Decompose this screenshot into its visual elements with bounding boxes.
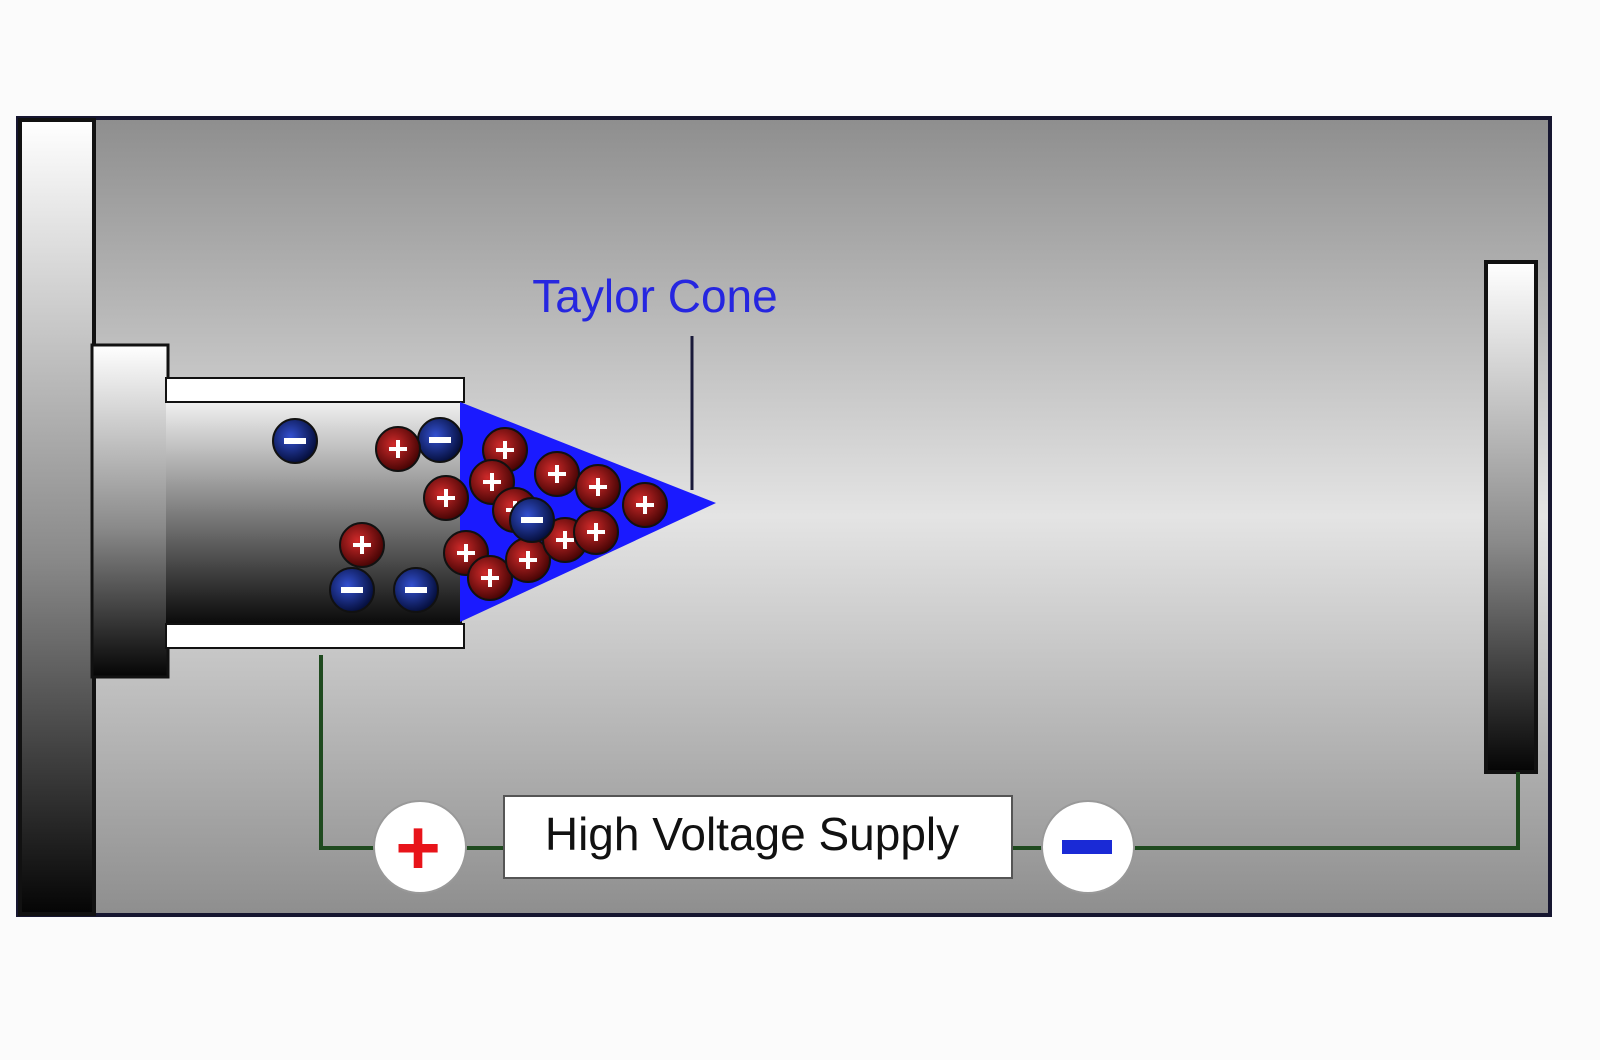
plus-icon (353, 536, 371, 554)
plus-icon (389, 440, 407, 458)
negative-ion (393, 567, 439, 613)
plus-icon (496, 441, 514, 459)
positive-ion (534, 451, 580, 497)
plus-icon (548, 465, 566, 483)
positive-wire (319, 655, 376, 850)
plus-icon (636, 496, 654, 514)
negative-ion (417, 417, 463, 463)
plus-icon (483, 473, 501, 491)
plus-icon (519, 551, 537, 569)
positive-ion (375, 426, 421, 472)
plus-icon (481, 569, 499, 587)
negative-ion (509, 497, 555, 543)
high-voltage-supply-box (503, 795, 1013, 879)
ion-particles (272, 417, 668, 613)
positive-terminal (373, 800, 467, 894)
positive-ion (467, 555, 513, 601)
plus-icon (556, 531, 574, 549)
positive-ion (575, 464, 621, 510)
minus-sign-icon (1062, 840, 1112, 854)
positive-ion (622, 482, 668, 528)
negative-ion (329, 567, 375, 613)
positive-ion (423, 475, 469, 521)
plus-icon (589, 478, 607, 496)
collector-plate (1484, 260, 1538, 774)
syringe-wall-top (165, 377, 465, 403)
left-wall-plate (18, 118, 96, 916)
taylor-cone-label: Taylor Cone (532, 270, 777, 322)
plus-icon (437, 489, 455, 507)
positive-ion (339, 522, 385, 568)
syringe-holder (90, 343, 170, 679)
negative-ion (272, 418, 318, 464)
plus-sign-icon: + (395, 803, 441, 891)
high-voltage-supply-label: High Voltage Supply (545, 808, 959, 860)
positive-ion (573, 509, 619, 555)
syringe-wall-bottom (165, 623, 465, 649)
plus-icon (587, 523, 605, 541)
negative-wire (1134, 772, 1520, 850)
plus-icon (457, 544, 475, 562)
